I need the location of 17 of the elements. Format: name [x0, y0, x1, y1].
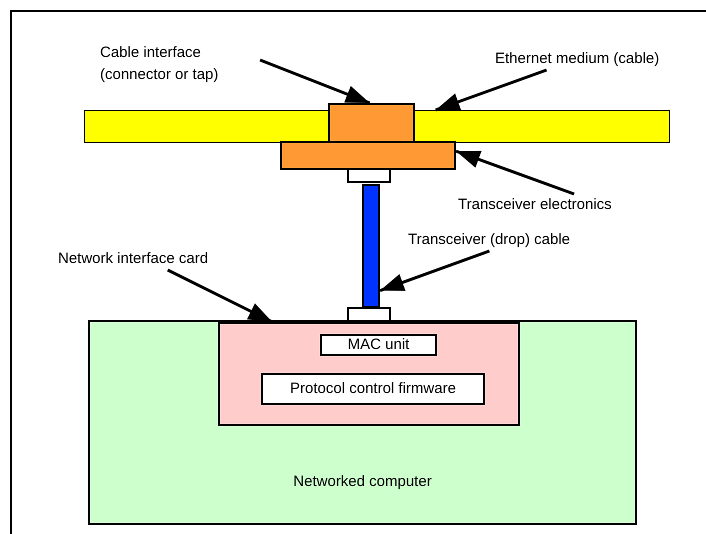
- transceiver-box: [280, 141, 456, 170]
- leader-arrow: [455, 150, 575, 196]
- drop-cable-bar: [362, 184, 380, 308]
- callout-label: Transceiver (drop) cable: [408, 229, 628, 251]
- network-card-box: [218, 322, 520, 426]
- callout-label: Transceiver electronics: [458, 194, 673, 216]
- leader-arrow: [379, 250, 490, 292]
- callout-label: Ethernet medium (cable): [495, 48, 706, 70]
- box-label: Networked computer: [292, 473, 433, 490]
- callout-label: Cable interface (connector or tap): [100, 42, 265, 90]
- component-box: MAC unit: [320, 334, 437, 356]
- leader-arrow: [435, 68, 548, 112]
- callout-label: Network interface card: [58, 248, 263, 270]
- leader-arrow: [260, 58, 370, 104]
- tap-box: [328, 103, 415, 143]
- component-box: Protocol control firmware: [261, 373, 485, 405]
- computer-box: [88, 320, 637, 525]
